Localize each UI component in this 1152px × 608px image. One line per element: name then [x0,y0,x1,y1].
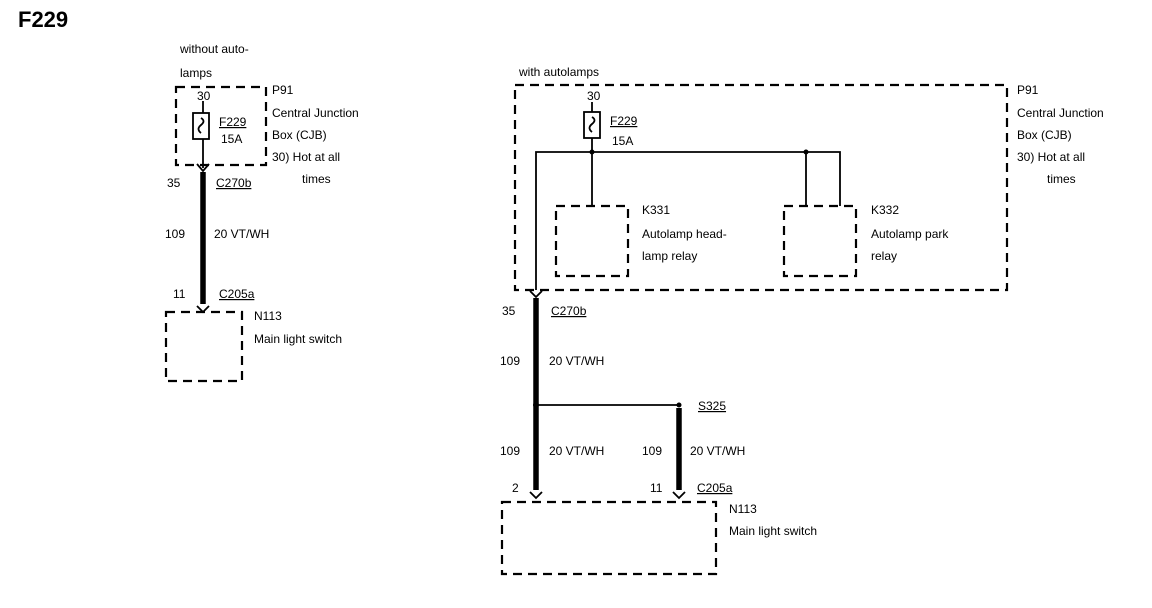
right-wire1-spec: 20 VT/WH [549,354,604,368]
right-switch-pin-b: 11 [650,481,663,495]
right-wire3-circuit: 109 [642,444,662,458]
left-fuse-pin-label: 30 [197,89,211,103]
right-cjb-desc-3: 30) Hot at all [1017,150,1085,164]
right-connector-pin2-icon [529,491,543,500]
left-cjb-desc-1: Central Junction [272,106,359,120]
page-title: F229 [18,7,68,32]
left-switch-box [164,310,244,383]
right-internal-bus [535,151,841,290]
right-connector-pin11-icon [672,491,686,500]
right-switch-pin-a: 2 [512,481,519,495]
right-connector-c270b-icon [529,290,543,299]
left-cjb-desc-2: Box (CJB) [272,128,327,142]
left-switch-name: N113 [254,309,282,323]
right-cjb-name: P91 [1017,83,1039,97]
relay-k331-box [554,204,630,278]
left-conn-name: C270b [216,176,252,190]
left-diagram: without auto- lamps 30 F229 15A P91 Cent… [164,42,359,383]
relay-k331-name: K331 [642,203,670,217]
right-fuse-name: F229 [610,114,638,128]
right-diagram: with autolamps 30 F229 15A P91 Central J… [500,65,1104,576]
right-cjb-desc-4: times [1047,172,1076,186]
left-wire-circuit: 109 [165,227,185,241]
left-cjb-desc-3: 30) Hot at all [272,150,340,164]
right-wire1-circuit: 109 [500,354,520,368]
right-wire2-spec: 20 VT/WH [549,444,604,458]
right-fuse-rating: 15A [612,134,633,148]
splice-s325-label: S325 [698,399,726,413]
right-switch-conn: C205a [697,481,733,495]
relay-k332-name: K332 [871,203,899,217]
right-caption: with autolamps [518,65,599,79]
relay-k331-desc-2: lamp relay [642,249,697,263]
splice-s325-dot [533,402,539,408]
left-fuse-rating: 15A [221,132,242,146]
relay-k331-desc-1: Autolamp head- [642,227,727,241]
relay-k332-desc-2: relay [871,249,897,263]
right-wire3-spec: 20 VT/WH [690,444,745,458]
right-switch-name: N113 [729,502,757,516]
right-wire2-circuit: 109 [500,444,520,458]
left-cjb-box [174,85,268,167]
left-switch-desc: Main light switch [254,332,342,346]
left-wire-spec: 20 VT/WH [214,227,269,241]
left-conn-pin: 35 [167,176,181,190]
right-conn-pin: 35 [502,304,516,318]
left-caption-line2: lamps [180,66,212,80]
right-cjb-desc-2: Box (CJB) [1017,128,1072,142]
left-fuse-name: F229 [219,115,247,129]
right-fuse-pin-label: 30 [587,89,601,103]
relay-k332-desc-1: Autolamp park [871,227,949,241]
right-conn-name: C270b [551,304,587,318]
right-cjb-desc-1: Central Junction [1017,106,1104,120]
right-switch-desc: Main light switch [729,524,817,538]
left-fuse-icon [192,112,210,140]
left-cjb-desc-4: times [302,172,331,186]
left-switch-pin: 11 [173,287,186,301]
left-connector-c270b-icon [196,163,210,173]
left-cjb-name: P91 [272,83,294,97]
right-cjb-box [513,83,1009,292]
relay-k332-box [782,204,858,278]
left-caption-line1: without auto- [179,42,249,56]
left-switch-conn: C205a [219,287,255,301]
right-switch-box [500,500,718,576]
